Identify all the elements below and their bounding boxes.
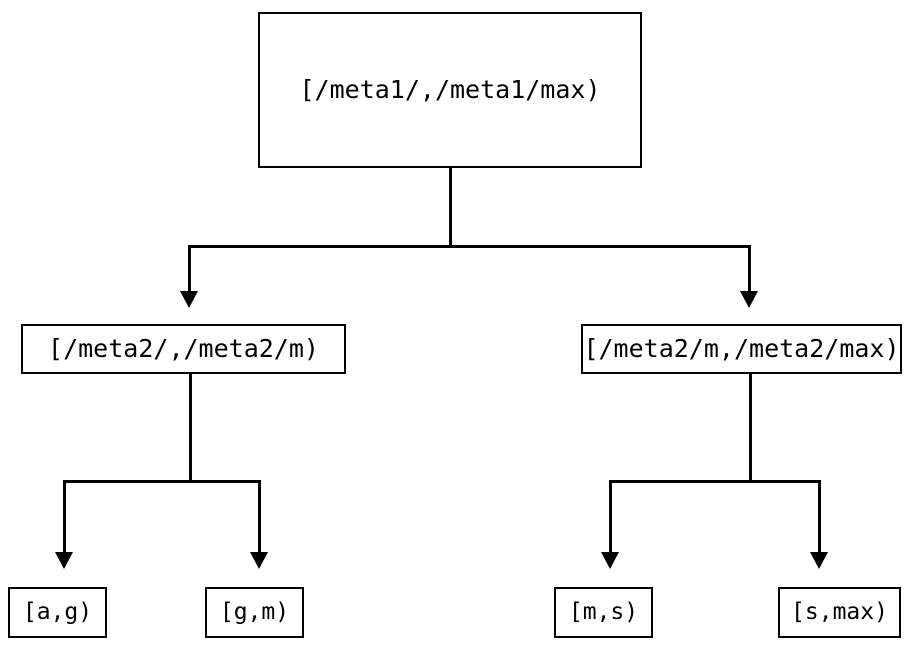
- edge-mid-left-to-leaf2-drop: [258, 480, 261, 552]
- node-leaf-a-g-label: [a,g): [22, 598, 93, 625]
- edge-mid-left-stem: [189, 374, 192, 483]
- arrowhead-root-to-mid-right: [740, 291, 758, 308]
- arrowhead-root-to-mid-left: [180, 291, 198, 308]
- node-leaf-a-g[interactable]: [a,g): [8, 587, 107, 638]
- node-leaf-s-max[interactable]: [s,max): [778, 587, 901, 638]
- arrowhead-mid-right-to-leaf4: [810, 552, 828, 569]
- edge-root-to-mid-right-drop: [748, 245, 751, 291]
- node-leaf-m-s[interactable]: [m,s): [554, 587, 653, 638]
- node-leaf-g-m[interactable]: [g,m): [205, 587, 304, 638]
- node-mid-left[interactable]: [/meta2/,/meta2/m): [21, 324, 346, 374]
- edge-mid-right-to-leaf4-drop: [818, 480, 821, 552]
- node-mid-right[interactable]: [/meta2/m,/meta2/max): [581, 324, 902, 374]
- edge-root-to-mid-left-drop: [188, 245, 191, 291]
- node-leaf-s-max-label: [s,max): [791, 598, 888, 625]
- node-leaf-m-s-label: [m,s): [568, 598, 639, 625]
- node-root-label: [/meta1/,/meta1/max): [299, 75, 601, 105]
- arrowhead-mid-left-to-leaf2: [250, 552, 268, 569]
- edge-mid-right-to-leaf3-drop: [609, 480, 612, 552]
- arrowhead-mid-right-to-leaf3: [601, 552, 619, 569]
- edge-mid-right-stem: [749, 374, 752, 483]
- node-mid-right-label: [/meta2/m,/meta2/max): [583, 334, 900, 364]
- node-mid-left-label: [/meta2/,/meta2/m): [48, 334, 319, 364]
- node-leaf-g-m-label: [g,m): [219, 598, 290, 625]
- edge-root-stem: [449, 168, 452, 247]
- edge-mid-left-to-leaf1-drop: [63, 480, 66, 552]
- node-root[interactable]: [/meta1/,/meta1/max): [258, 12, 642, 168]
- edge-mid-left-crossbar: [63, 480, 261, 483]
- edge-root-crossbar: [188, 245, 751, 248]
- edge-mid-right-crossbar: [609, 480, 821, 483]
- arrowhead-mid-left-to-leaf1: [55, 552, 73, 569]
